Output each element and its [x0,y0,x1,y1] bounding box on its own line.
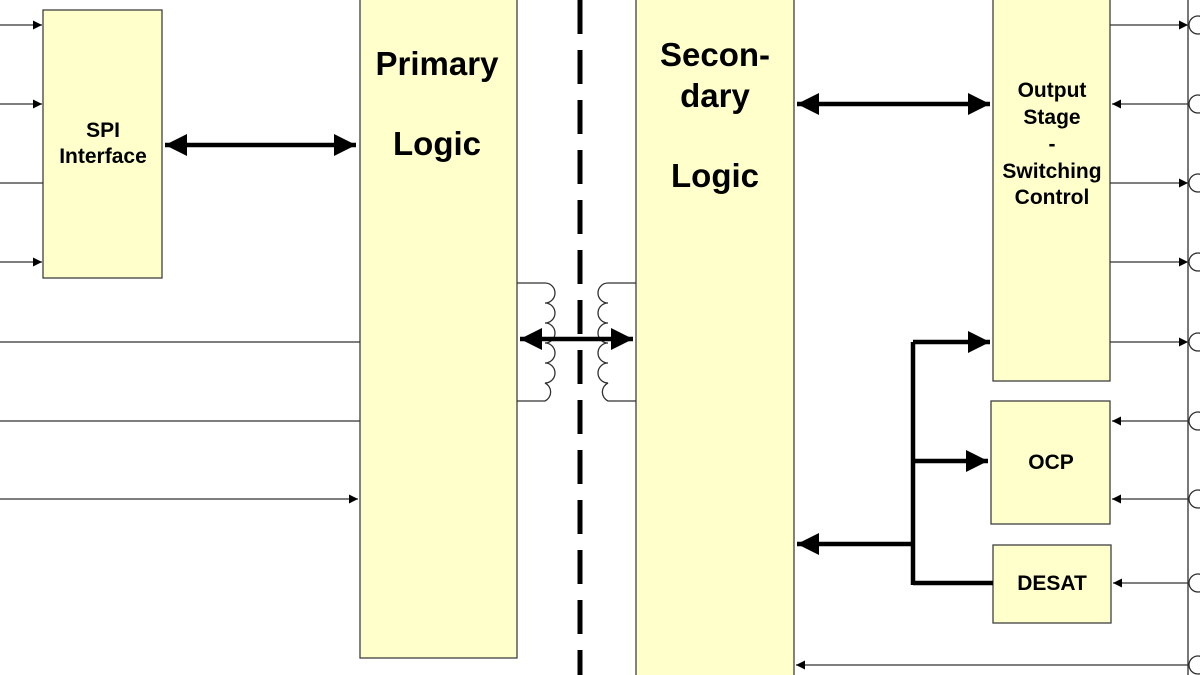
output-label-line2: Stage [1023,106,1080,129]
ocp-label: OCP [1028,451,1074,474]
secondary-label-line3: Logic [671,157,759,194]
secondary-label-line1: Secon- [660,36,770,73]
output-label-line4: Switching [1002,160,1101,183]
output-label-line1: Output [1018,79,1087,102]
secondary-logic-block [635,0,795,675]
primary-logic-block [359,0,518,659]
primary-label-line2: Logic [393,125,481,162]
spi-interface-block [42,9,163,279]
package-pins [1187,0,1200,675]
output-stage-block [992,0,1111,382]
spi-label-line2: Interface [59,145,147,168]
feedback-bus [797,331,993,586]
ocp-block [990,400,1111,525]
spi-label-line1: SPI [86,119,120,142]
secondary-label-line2: dary [680,77,750,114]
primary-label-line1: Primary [376,45,500,82]
transformer-symbol [517,282,636,402]
output-label-line3: - [1049,133,1056,156]
desat-block [992,544,1112,624]
output-label-line5: Control [1015,186,1090,209]
desat-label: DESAT [1017,572,1087,595]
